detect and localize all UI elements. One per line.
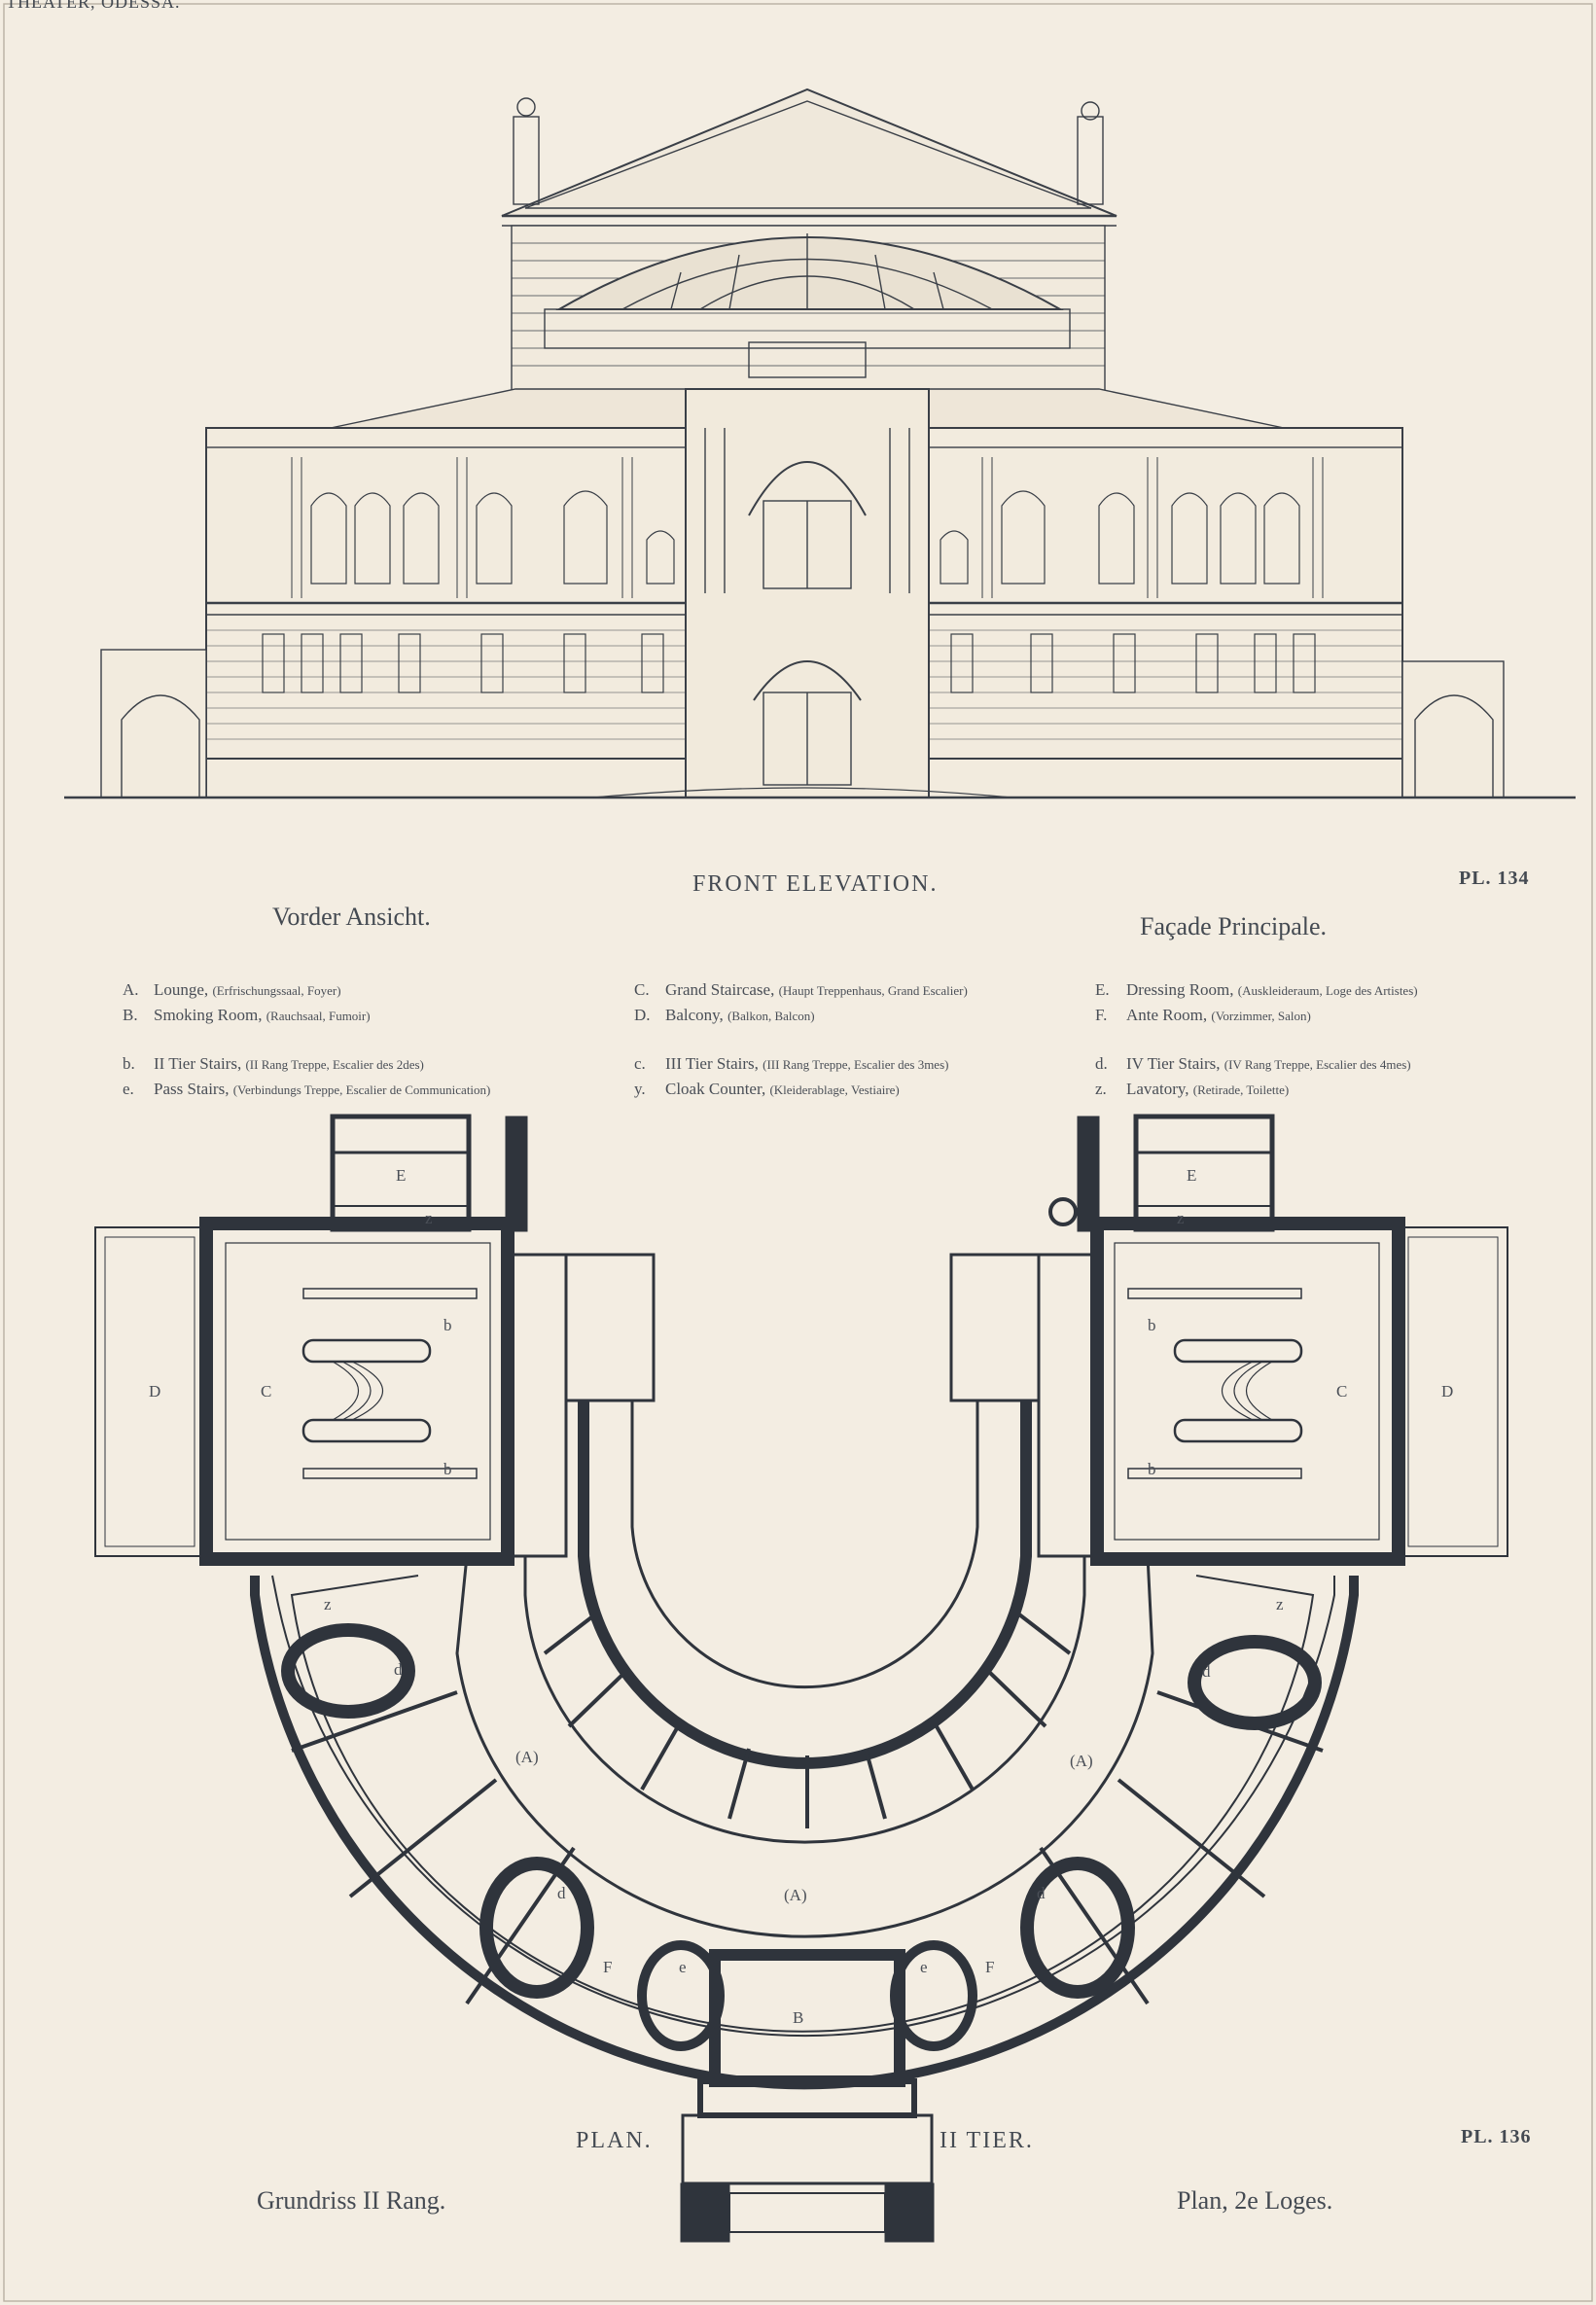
plan-label-fr: Plan, 2e Loges. (1177, 2186, 1333, 2215)
room-label-b-left-top: b (443, 1316, 452, 1334)
plan-label-de: Grundriss II Rang. (257, 2186, 446, 2215)
legend-item-z: z. Lavatory, (Retirade, Toilette) (1095, 1080, 1289, 1099)
room-label-d-left: d (394, 1660, 403, 1679)
legend-detail: (Balkon, Balcon) (727, 1009, 815, 1023)
room-label-A-right: (A) (1070, 1752, 1093, 1770)
room-label-C-right: C (1336, 1382, 1347, 1401)
legend-name: Smoking Room, (154, 1006, 263, 1024)
room-label-F-right: F (985, 1958, 994, 1976)
legend-item-d: d. IV Tier Stairs, (IV Rang Treppe, Escal… (1095, 1054, 1411, 1074)
legend-item-b: b. II Tier Stairs, (II Rang Treppe, Escal… (123, 1054, 424, 1074)
plate-number-elevation: PL. 134 (1459, 868, 1530, 889)
room-label-d-right-lower: d (1037, 1884, 1046, 1902)
page-header: THEATER, ODESSA. (6, 0, 181, 12)
legend-key: c. (634, 1054, 646, 1073)
room-label-z-right: z (1177, 1209, 1185, 1227)
legend-detail: (Vorzimmer, Salon) (1211, 1009, 1311, 1023)
legend-detail: (Erfrischungssaal, Foyer) (212, 983, 341, 998)
room-label-E-left: E (396, 1166, 406, 1185)
elevation-label-fr: Façade Principale. (1140, 912, 1328, 940)
legend-item-C: C. Grand Staircase, (Haupt Treppenhaus, G… (634, 980, 968, 1000)
room-label-z-left: z (425, 1209, 433, 1227)
legend-item-B: B. Smoking Room, (Rauchsaal, Fumoir) (123, 1006, 371, 1025)
legend-key: E. (1095, 980, 1110, 999)
legend-detail: (Haupt Treppenhaus, Grand Escalier) (778, 983, 968, 998)
legend-item-D: D. Balcony, (Balkon, Balcon) (634, 1006, 815, 1025)
plate-number-plan: PL. 136 (1461, 2126, 1532, 2147)
legend-name: Pass Stairs, (154, 1080, 230, 1098)
room-label-D-right: D (1441, 1382, 1453, 1401)
room-label-A-left: (A) (515, 1748, 539, 1766)
legend-name: Lavatory, (1126, 1080, 1189, 1098)
room-label-F-left: F (603, 1958, 612, 1976)
legend-name: II Tier Stairs, (154, 1054, 242, 1073)
legend-name: IV Tier Stairs, (1126, 1054, 1221, 1073)
legend-key: b. (123, 1054, 135, 1073)
legend-detail: (Retirade, Toilette) (1192, 1082, 1290, 1097)
plan-caption-left: PLAN. (576, 2128, 653, 2153)
legend-detail: (Rauchsaal, Fumoir) (266, 1009, 371, 1023)
room-label-C-left: C (261, 1382, 271, 1401)
legend-name: Balcony, (665, 1006, 724, 1024)
legend-name: Grand Staircase, (665, 980, 775, 999)
room-label-z-left-lower: z (324, 1595, 332, 1614)
legend-detail: (II Rang Treppe, Escalier des 2des) (245, 1057, 424, 1072)
legend-item-E: E. Dressing Room, (Auskleideraum, Loge de… (1095, 980, 1418, 1000)
room-label-E-right: E (1187, 1166, 1196, 1185)
legend-item-A: A. Lounge, (Erfrischungssaal, Foyer) (123, 980, 341, 1000)
room-label-A-center: (A) (784, 1886, 807, 1904)
elevation-label-de: Vorder Ansicht. (272, 903, 431, 931)
legend-name: Ante Room, (1126, 1006, 1208, 1024)
legend-key: B. (123, 1006, 138, 1024)
legend-detail: (Kleiderablage, Vestiaire) (769, 1082, 900, 1097)
legend-key: e. (123, 1080, 134, 1098)
room-label-d-right: d (1202, 1662, 1211, 1681)
room-label-d-left-lower: d (557, 1884, 566, 1902)
plan-caption-right: II TIER. (940, 2128, 1034, 2153)
legend-name: Dressing Room, (1126, 980, 1234, 999)
legend-name: Lounge, (154, 980, 209, 999)
room-label-B: B (793, 2008, 803, 2027)
legend-key: d. (1095, 1054, 1108, 1073)
room-label-b-right-top: b (1148, 1316, 1156, 1334)
room-label-b-left-bottom: b (443, 1460, 452, 1478)
legend-detail: (Auskleideraum, Loge des Artistes) (1237, 983, 1418, 998)
legend-item-y: y. Cloak Counter, (Kleiderablage, Vestiai… (634, 1080, 900, 1099)
legend-key: C. (634, 980, 650, 999)
legend-detail: (Verbindungs Treppe, Escalier de Communi… (232, 1082, 491, 1097)
legend-name: III Tier Stairs, (665, 1054, 759, 1073)
room-label-z-right-lower: z (1276, 1595, 1284, 1614)
legend-detail: (III Rang Treppe, Escalier des 3mes) (763, 1057, 949, 1072)
room-label-D-left: D (149, 1382, 160, 1401)
room-label-e-left: e (679, 1958, 687, 1976)
legend-key: y. (634, 1080, 646, 1098)
legend-item-F: F. Ante Room, (Vorzimmer, Salon) (1095, 1006, 1311, 1025)
legend-item-c: c. III Tier Stairs, (III Rang Treppe, Esc… (634, 1054, 948, 1074)
legend-key: D. (634, 1006, 651, 1024)
room-label-b-right-bottom: b (1148, 1460, 1156, 1478)
legend-key: z. (1095, 1080, 1107, 1098)
legend-key: A. (123, 980, 139, 999)
legend-detail: (IV Rang Treppe, Escalier des 4mes) (1224, 1057, 1411, 1072)
elevation-caption: FRONT ELEVATION. (692, 871, 939, 897)
legend-key: F. (1095, 1006, 1108, 1024)
legend-item-e: e. Pass Stairs, (Verbindungs Treppe, Esca… (123, 1080, 490, 1099)
legend-name: Cloak Counter, (665, 1080, 766, 1098)
room-label-e-right: e (920, 1958, 928, 1976)
